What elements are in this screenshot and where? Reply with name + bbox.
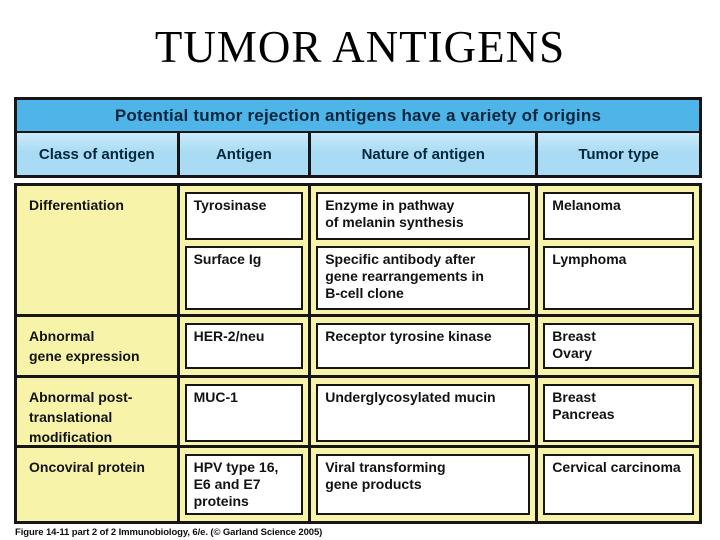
nature-cell: Specific antibody after gene rearrangeme… [316,246,531,310]
nature-cell: Underglycosylated mucin [316,383,531,442]
class-cell: Differentiation [29,197,124,213]
column-header-row: Class of antigen Antigen Nature of antig… [17,133,699,175]
nature-column-cells: Receptor tyrosine kinase [308,316,535,375]
tumor-cell: Breast Pancreas [543,383,694,442]
table-banner: Potential tumor rejection antigens have … [17,100,699,133]
nature-cell: Viral transforming gene products [316,453,531,515]
figure-caption: Figure 14-11 part 2 of 2 Immunobiology, … [15,527,323,538]
tumor-antigen-figure: Potential tumor rejection antigens have … [14,97,702,524]
antigen-column-cells: Tyrosinase Surface Ig [176,186,309,314]
tumor-cell: Cervical carcinoma [543,453,694,515]
nature-column-cells: Viral transforming gene products [308,447,535,521]
class-cell: Abnormal post- translational modificatio… [29,388,133,446]
antigen-column-cells: MUC-1 [176,377,309,448]
antigen-cell: HER-2/neu [184,322,304,369]
column-header-class-of-antigen: Class of antigen [38,145,155,163]
tumor-column-cells: Breast Ovary [535,316,699,375]
nature-column-cells: Underglycosylated mucin [308,377,535,448]
nature-cell: Receptor tyrosine kinase [316,322,531,369]
nature-cell: Enzyme in pathway of melanin synthesis [316,192,531,240]
tumor-column-cells: Breast Pancreas [535,377,699,448]
tumor-cell: Melanoma [543,192,694,240]
column-header-tumor-type: Tumor type [535,133,699,175]
tumor-cell: Breast Ovary [543,322,694,369]
antigen-cell: Surface Ig [184,246,304,310]
class-cell: Oncoviral protein [29,458,145,475]
table-row-oncoviral-protein: Oncoviral protein HPV type 16, E6 and E7… [17,444,699,521]
table-body-block: Differentiation Tyrosinase Surface Ig En… [14,183,702,524]
column-header-nature-of-antigen: Nature of antigen [308,133,535,175]
table-row-differentiation: Differentiation Tyrosinase Surface Ig En… [17,186,699,314]
antigen-column-cells: HPV type 16, E6 and E7 proteins [176,447,309,521]
antigen-cell: MUC-1 [184,383,304,442]
table-row-abnormal-post-translational: Abnormal post- translational modificatio… [17,374,699,448]
tumor-column-cells: Melanoma Lymphoma [535,186,699,314]
tumor-cell: Lymphoma [543,246,694,310]
table-row-abnormal-gene-expression: Abnormal gene expression HER-2/neu Recep… [17,313,699,375]
slide-title: TUMOR ANTIGENS [154,22,566,72]
tumor-column-cells: Cervical carcinoma [535,447,699,521]
table-header-block: Potential tumor rejection antigens have … [14,97,702,178]
antigen-cell: HPV type 16, E6 and E7 proteins [184,453,304,515]
antigen-column-cells: HER-2/neu [176,316,309,375]
antigen-cell: Tyrosinase [184,192,304,240]
column-header-antigen: Antigen [176,133,309,175]
class-cell: Abnormal gene expression [29,327,140,365]
nature-column-cells: Enzyme in pathway of melanin synthesis S… [308,186,535,314]
